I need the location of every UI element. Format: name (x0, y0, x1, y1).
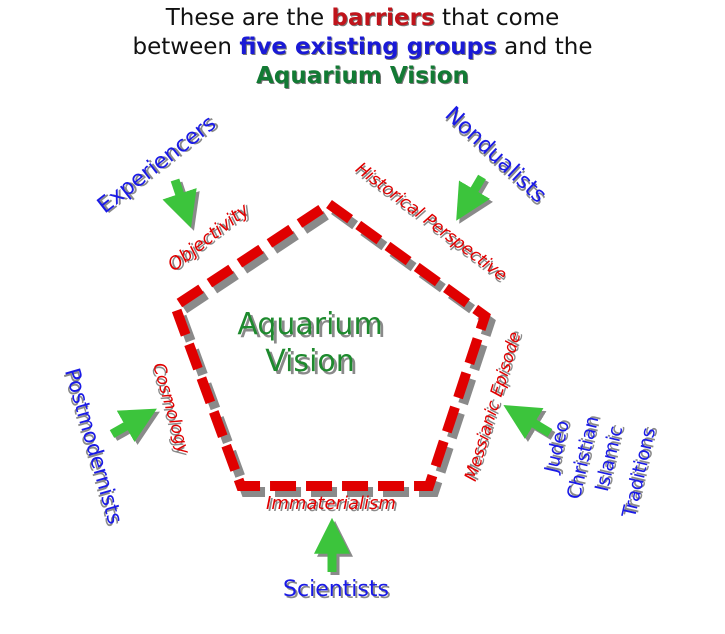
title-text: and the (496, 34, 593, 60)
title-barriers-word: barriers (331, 5, 435, 31)
arrow-icon (503, 405, 553, 439)
pentagon-boundary (168, 197, 491, 491)
arrow-icon (162, 178, 197, 228)
group-postmodernists: Postmodernists Postmodernists (59, 365, 128, 529)
center-label-line-1: Aquarium (237, 307, 382, 342)
group-nondualists: Nondualists Nondualists (440, 102, 552, 211)
group-label: Nondualists (440, 102, 551, 208)
arrow-scientists (314, 517, 353, 575)
barrier-label: Historical Perspective (351, 159, 510, 286)
title-line-1: These are the barriers that come (0, 4, 725, 33)
center-label-shadow: Aquarium (240, 310, 385, 345)
arrow-icon (456, 174, 490, 221)
arrow-experiencers (162, 178, 200, 231)
arrow-icon (109, 408, 157, 442)
group-label: Scientists (283, 577, 389, 602)
arrow-traditions (503, 405, 556, 442)
group-experiencers: Experiencers Experiencers (93, 111, 224, 219)
arrow-postmodernists (109, 408, 160, 445)
center-label-shadow: Vision (268, 347, 358, 382)
title-text: between (132, 34, 240, 60)
barrier-label: Cosmology (148, 361, 193, 458)
group-label: Experiencers (93, 111, 221, 219)
barrier-label: Immaterialism (266, 493, 396, 514)
title-groups-phrase: five existing groups (239, 34, 497, 60)
group-shadow: Scientists (285, 579, 391, 604)
center-label-line-2: Vision (265, 344, 355, 379)
group-judeo-christian-islamic-traditions: Judeo Judeo Christian Christian Islamic … (540, 412, 662, 520)
title-line-3: Aquarium Vision (256, 63, 469, 89)
group-scientists: Scientists Scientists (283, 577, 391, 604)
arrow-nondualists (456, 174, 493, 224)
center-label: Aquarium Aquarium Vision Vision (237, 307, 385, 382)
barrier-immaterialism: Immaterialism Immaterialism (266, 493, 398, 516)
group-label: Postmodernists (60, 365, 127, 526)
title-text: These are the (165, 5, 332, 31)
title-line-2: between five existing groups and the (0, 33, 725, 62)
barrier-cosmology: Cosmology Cosmology (147, 361, 194, 460)
barrier-shadow: Immaterialism (268, 495, 398, 516)
barrier-historical-perspective: Historical Perspective Historical Perspe… (351, 159, 510, 289)
title-text: that come (434, 5, 560, 31)
